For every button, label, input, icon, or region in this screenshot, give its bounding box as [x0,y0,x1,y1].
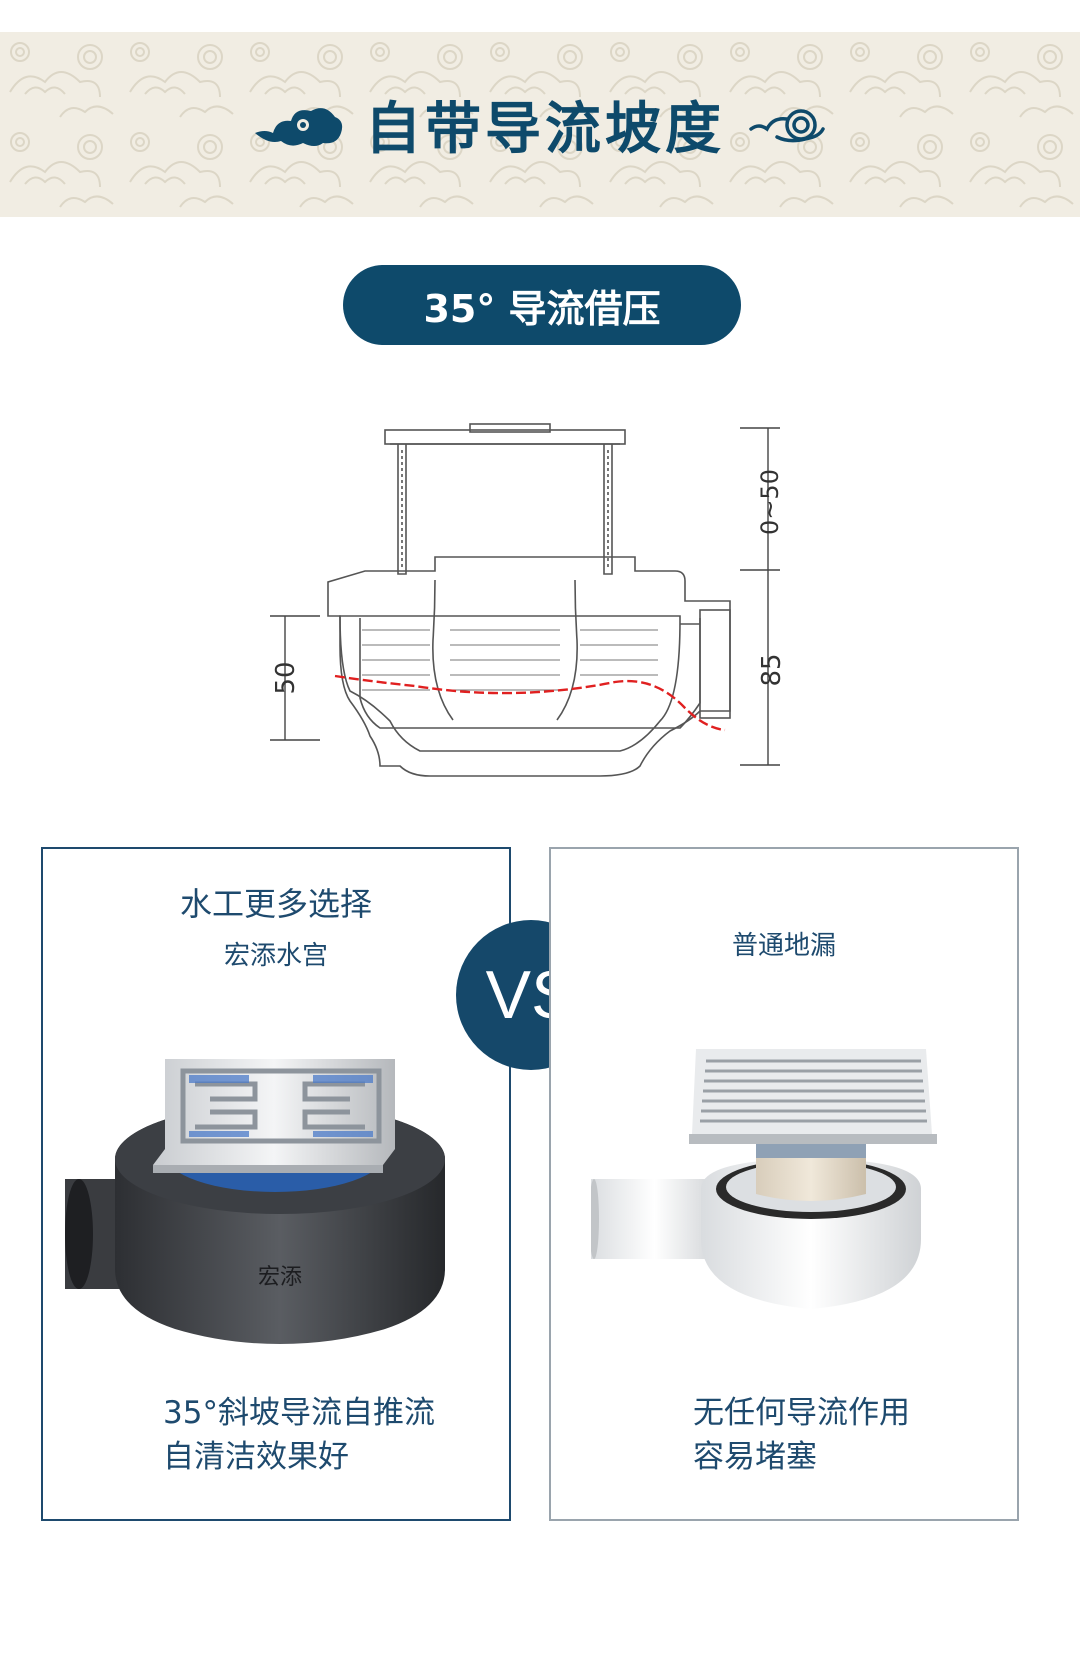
comparison-box-ordinary: 普通地漏 无任何导流作用 容易堵塞 [549,847,1019,1521]
ours-product-mark: 宏添 [258,1265,302,1290]
ordinary-description: 无任何导流作用 容易堵塞 [551,1391,1017,1479]
ordinary-desc-line-2: 容易堵塞 [693,1439,817,1475]
cloud-right-icon [749,108,825,142]
comparison-box-ours: 水工更多选择 宏添水宫 宏添 [41,847,511,1521]
ours-description: 35°斜坡导流自推流 自清洁效果好 [43,1391,509,1479]
ours-desc-line-1: 35°斜坡导流自推流 [163,1395,435,1431]
dim-right-0-50: 0~50 [756,469,784,535]
cloud-left-icon [255,107,343,146]
ours-brand: 宏添水宫 [223,941,328,971]
ours-heading: 水工更多选择 [179,885,372,923]
dim-right-85: 85 [757,653,787,686]
ordinary-drain-product-image [591,1049,937,1309]
ordinary-desc-line-1: 无任何导流作用 [693,1395,910,1431]
banner-title-row: 自带导流坡度 [0,32,1080,217]
header-banner: 自带导流坡度 [0,32,1080,217]
ours-drain-product-image: 宏添 [65,1059,445,1344]
banner-title: 自带导流坡度 [365,96,725,162]
ours-desc-line-2: 自清洁效果好 [163,1439,349,1475]
slope-feature-pill: 35° 导流借压 [343,265,741,345]
cloud-pattern-background [0,32,1080,217]
dim-left-50: 50 [271,661,301,694]
ordinary-heading: 普通地漏 [731,931,836,961]
slope-red-line [334,674,726,732]
floor-drain-cross-section-diagram: 50 0~50 85 [270,423,787,777]
